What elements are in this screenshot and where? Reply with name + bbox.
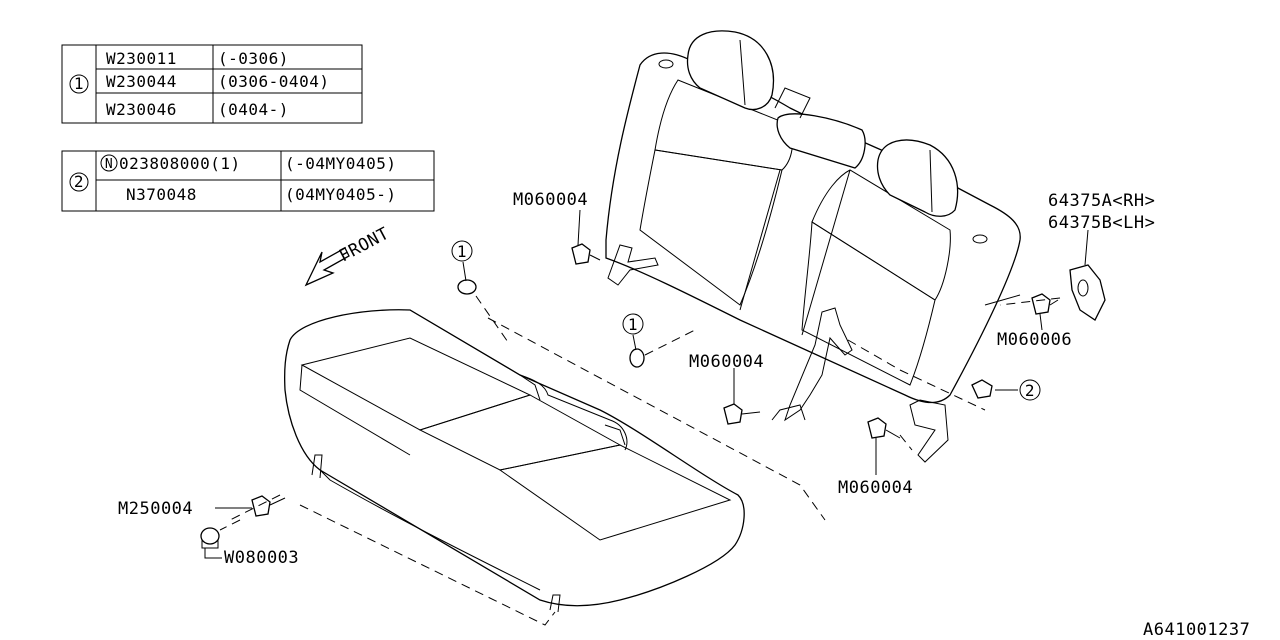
diagram-id: A641001237 [1143, 620, 1250, 640]
label-m060006: M060006 [997, 330, 1072, 350]
nut-callout-2 [971, 379, 993, 399]
callout-circle [622, 313, 644, 335]
callout-1-b: 1 [628, 315, 638, 334]
bolt-m250004 [251, 495, 286, 517]
washer-w080003 [200, 527, 220, 549]
label-w080003: W080003 [224, 548, 299, 568]
pad-callout-1-a [457, 279, 477, 295]
table2-row2-range: (04MY0405-) [285, 185, 396, 204]
table1-row1-part: W230011 [106, 49, 177, 68]
callout-1-a: 1 [457, 242, 467, 261]
bolt-m060004-b [723, 403, 761, 425]
dashed-leaders [219, 295, 1061, 626]
front-label: FRONT [336, 224, 393, 267]
seat-back [605, 30, 1021, 404]
table1-row1-range: (-0306) [218, 49, 289, 68]
table1-row3-range: (0404-) [218, 100, 289, 119]
bolt-m060006 [1031, 293, 1059, 315]
callout-circle [69, 74, 89, 94]
hinge-left [607, 244, 659, 286]
table1-callout: 1 [74, 74, 84, 93]
leader-lines [204, 209, 1089, 559]
table2-callout: 2 [74, 172, 84, 191]
table2-row1-prefix: N [105, 157, 113, 172]
callout-circle [69, 172, 89, 192]
table-2: 2 N 023808000(1) (-04MY0405) N370048 (04… [61, 150, 435, 212]
label-64375b: 64375B<LH> [1048, 213, 1155, 233]
hinge-right [909, 399, 949, 463]
table1-row3-part: W230046 [106, 100, 177, 119]
table2-row1-part: 023808000(1) [119, 154, 241, 173]
table1-row2-part: W230044 [106, 72, 177, 91]
front-arrow: FRONT [304, 224, 393, 287]
seat-cushion [284, 309, 745, 613]
table1-row2-range: (0306-0404) [218, 72, 329, 91]
bolt-m060004-c [867, 417, 901, 439]
hinge-center [771, 307, 853, 422]
label-m060004-a: M060004 [513, 190, 588, 210]
table2-row1-range: (-04MY0405) [285, 154, 396, 173]
label-m060004-b: M060004 [689, 352, 764, 372]
callout-circle [451, 240, 473, 262]
label-m250004: M250004 [118, 499, 193, 519]
callout-2: 2 [1025, 381, 1035, 400]
bolt-m060004-a [571, 243, 601, 265]
pad-callout-1-b [629, 348, 645, 368]
table-1: 1 W230011 (-0306) W230044 (0306-0404) W2… [61, 44, 363, 124]
table2-row2-part: N370048 [126, 185, 197, 204]
new-part-circle [100, 154, 118, 172]
callout-circle [1019, 379, 1041, 401]
bracket-right [1069, 264, 1106, 321]
label-m060004-c: M060004 [838, 478, 913, 498]
label-64375a: 64375A<RH> [1048, 191, 1155, 211]
